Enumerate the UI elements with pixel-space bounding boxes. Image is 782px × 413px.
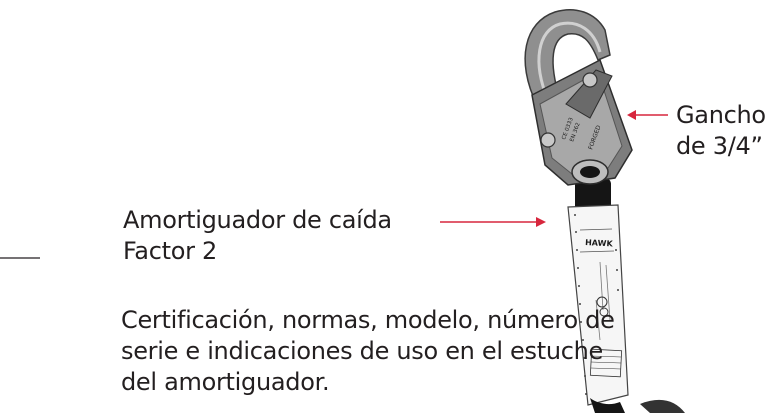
- label-certification: Certificación, normas, modelo, número de…: [121, 305, 615, 398]
- lanyard-bottom: [590, 398, 625, 413]
- label-hook-line-2: de 3/4”: [676, 132, 763, 160]
- label-absorber: Amortiguador de caída Factor 2: [123, 205, 392, 267]
- label-certification-line-1: Certificación, normas, modelo, número de: [121, 306, 615, 334]
- label-absorber-line-2: Factor 2: [123, 237, 217, 265]
- label-hook-line-1: Gancho: [676, 101, 766, 129]
- arrow-hook-head: [627, 110, 636, 120]
- arrow-absorber-head: [536, 217, 546, 227]
- rivet-bottom: [540, 132, 556, 148]
- snap-hook-3-4-inch: FORGED CE 0333 EN 362: [524, 9, 633, 186]
- shock-absorber-pack: HAWK: [567, 204, 629, 406]
- rivet-top: [582, 72, 598, 88]
- label-hook: Gancho de 3/4”: [676, 100, 766, 162]
- label-certification-line-3: del amortiguador.: [121, 368, 330, 396]
- pack-brand: HAWK: [585, 238, 614, 248]
- label-certification-line-2: serie e indicaciones de uso en el estuch…: [121, 337, 604, 365]
- label-absorber-line-1: Amortiguador de caída: [123, 206, 392, 234]
